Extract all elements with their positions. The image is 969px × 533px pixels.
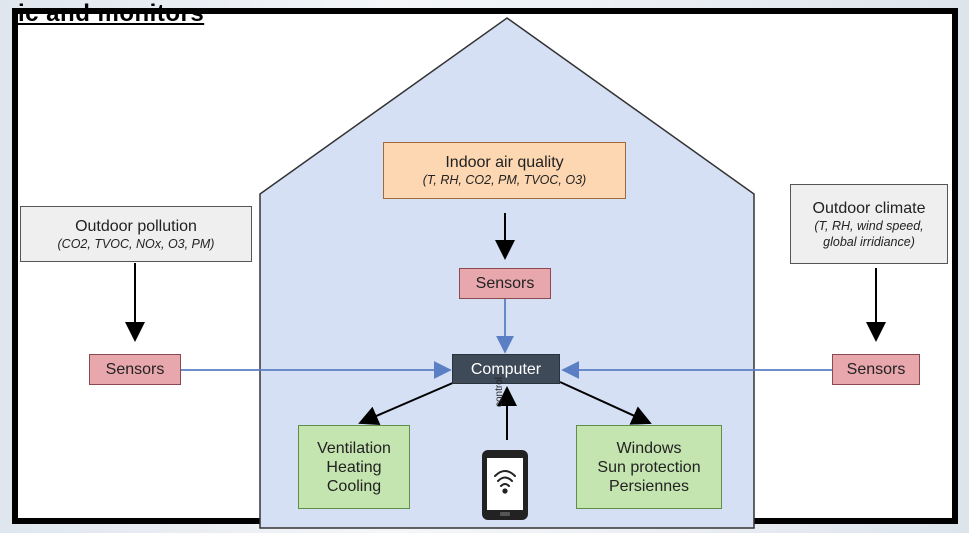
arrow-computer-to-windows xyxy=(559,381,652,425)
computer-box: Computer xyxy=(452,354,560,384)
outdoor-climate-params-line2: global irridiance) xyxy=(823,234,915,249)
hvac-line2: Heating xyxy=(326,458,382,476)
hvac-line1: Ventilation xyxy=(317,439,391,457)
outdoor-pollution-params: (CO2, TVOC, NOx, O3, PM) xyxy=(57,236,215,251)
wifi-icon xyxy=(494,470,516,494)
windows-line1: Windows xyxy=(616,439,682,457)
indoor-air-quality-title: Indoor air quality xyxy=(445,154,564,171)
indoor-air-quality-box: Indoor air quality (T, RH, CO2, PM, TVOC… xyxy=(383,142,626,199)
outdoor-pollution-box: Outdoor pollution (CO2, TVOC, NOx, O3, P… xyxy=(20,206,252,262)
sensors-left-label: Sensors xyxy=(105,361,165,378)
sensors-center: Sensors xyxy=(459,268,551,299)
outdoor-climate-box: Outdoor climate (T, RH, wind speed, glob… xyxy=(790,184,948,264)
computer-label: Computer xyxy=(470,360,542,378)
indoor-air-quality-params: (T, RH, CO2, PM, TVOC, O3) xyxy=(422,173,587,187)
windows-line3: Persiennes xyxy=(608,477,690,495)
sensors-right: Sensors xyxy=(832,354,920,385)
outdoor-climate-params-line1: (T, RH, wind speed, xyxy=(814,218,924,233)
sensors-right-label: Sensors xyxy=(846,361,906,378)
control-label: control xyxy=(494,377,505,408)
sensors-center-label: Sensors xyxy=(475,275,535,292)
hvac-line3: Cooling xyxy=(326,477,382,495)
hvac-box: Ventilation Heating Cooling xyxy=(298,425,410,509)
windows-line2: Sun protection xyxy=(597,458,701,476)
outdoor-pollution-title: Outdoor pollution xyxy=(75,217,197,235)
sensors-left: Sensors xyxy=(89,354,181,385)
outdoor-climate-title: Outdoor climate xyxy=(812,199,926,217)
arrow-computer-to-hvac xyxy=(358,381,456,426)
windows-box: Windows Sun protection Persiennes xyxy=(576,425,722,509)
clipped-title: ic and monitors xyxy=(18,0,205,27)
